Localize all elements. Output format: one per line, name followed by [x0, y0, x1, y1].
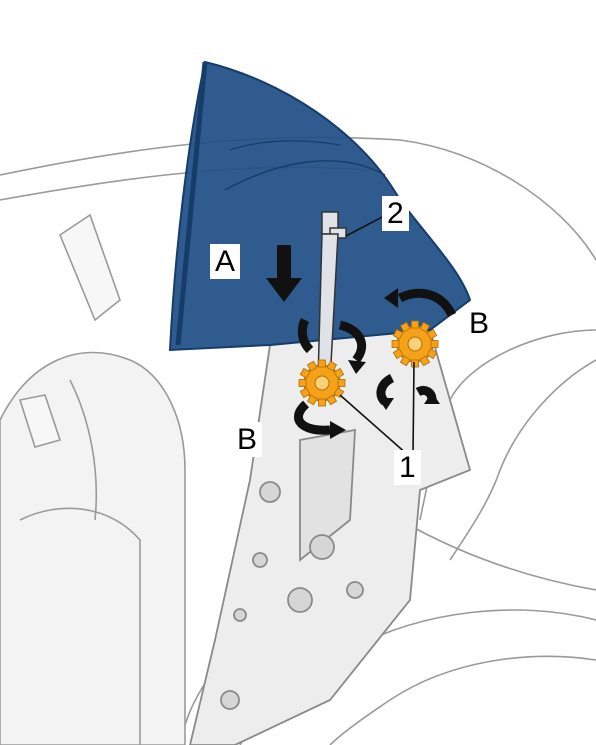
gear-tooth	[298, 379, 307, 387]
rotate-arrow-icon	[294, 288, 457, 435]
callout-1: 1	[394, 450, 421, 485]
gear-tooth	[426, 328, 438, 340]
gear-tooth	[326, 394, 338, 406]
gear-tooth	[391, 340, 400, 348]
gear-tooth	[430, 340, 439, 348]
gear-tooth	[419, 321, 431, 333]
callout-b-right: B	[464, 306, 495, 341]
rotate-arrow-heads	[330, 288, 440, 439]
gear-tooth	[419, 355, 431, 367]
gear-tooth	[411, 359, 419, 368]
gear-tooth	[426, 348, 438, 360]
gear-tooth	[392, 328, 404, 340]
seat	[0, 351, 186, 745]
gear-tooth	[299, 367, 311, 379]
wind-deflector	[168, 60, 472, 352]
gear-tooth	[299, 387, 311, 399]
gear-tooth	[326, 360, 338, 372]
callout-2: 2	[382, 196, 409, 231]
gear-tooth	[333, 367, 345, 379]
gear-tooth	[306, 394, 318, 406]
gear-tooth	[392, 348, 404, 360]
callout-b-left: B	[232, 422, 263, 457]
seat-belt	[18, 213, 121, 448]
gear-tooth	[318, 398, 326, 407]
gear-tooth	[306, 360, 318, 372]
callout-a: A	[210, 244, 241, 279]
gear-tooth	[399, 321, 411, 333]
gear-tooth	[411, 320, 419, 329]
leader-lines	[339, 214, 415, 456]
gear-icon	[303, 325, 434, 402]
gear-tooth	[318, 359, 326, 368]
gear-tooth	[399, 355, 411, 367]
gear-tooth	[337, 379, 346, 387]
down-arrow-icon	[266, 245, 302, 302]
gear-teeth	[298, 320, 439, 407]
